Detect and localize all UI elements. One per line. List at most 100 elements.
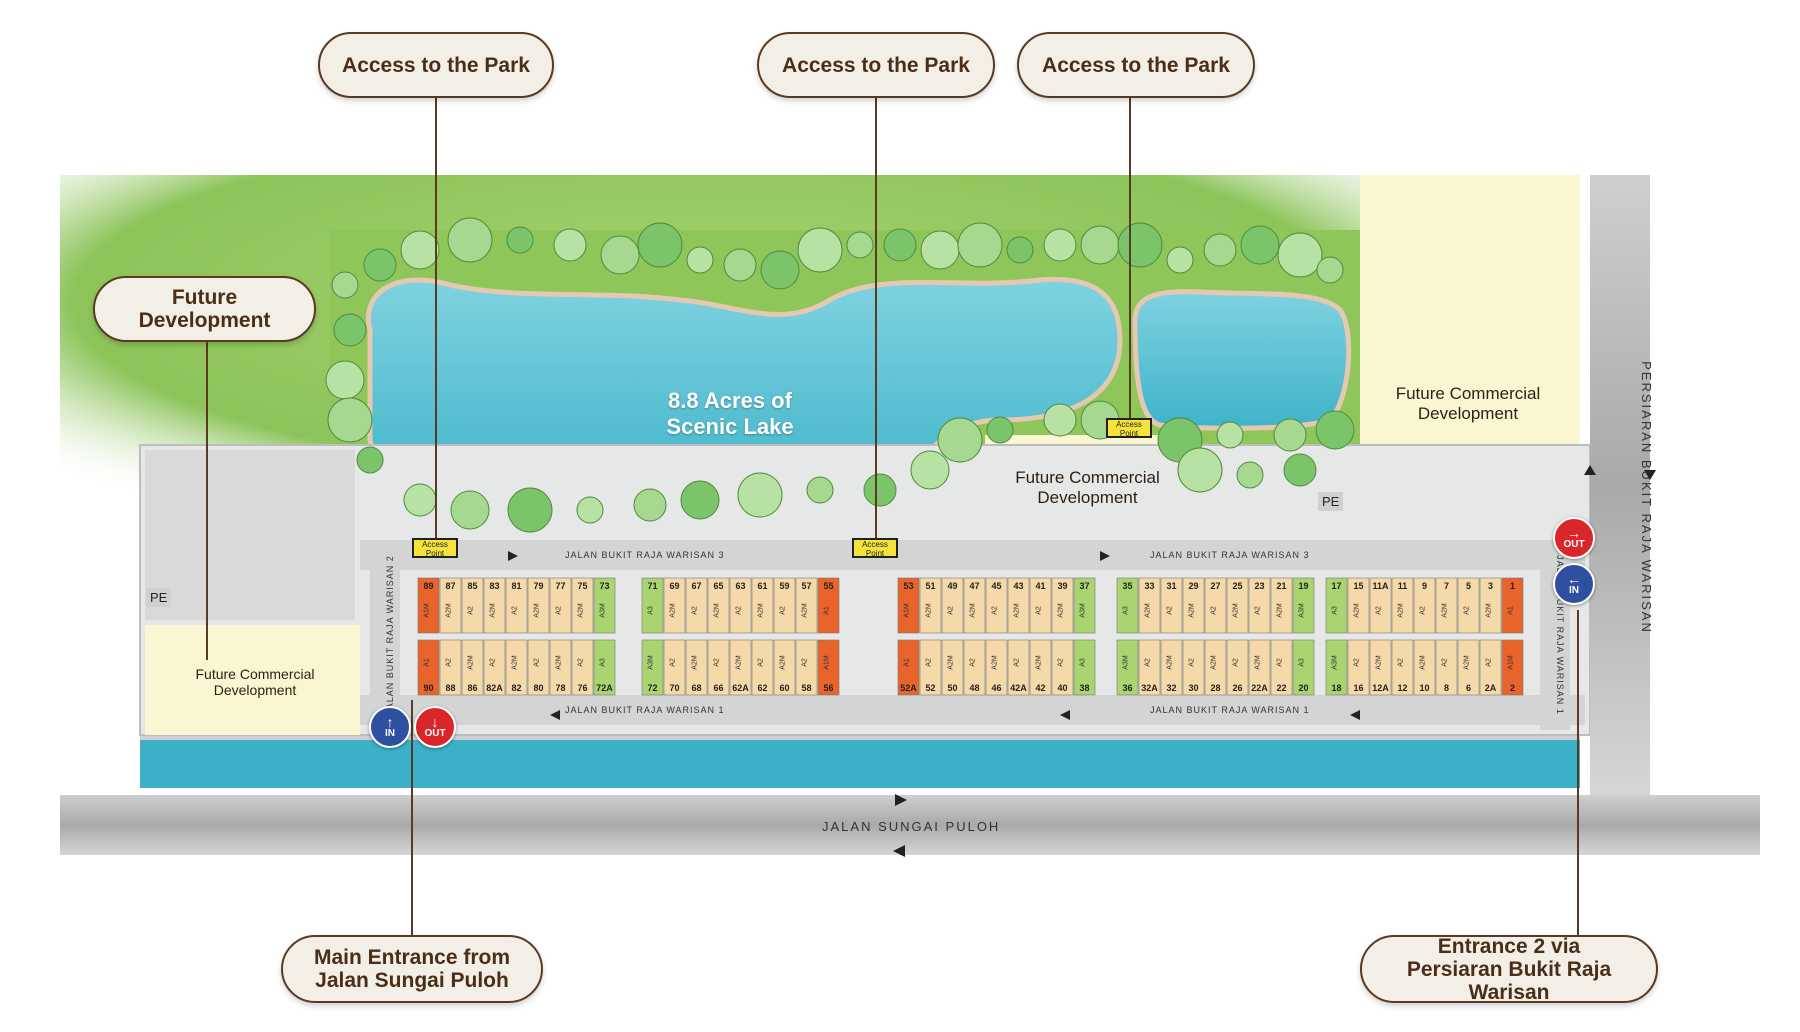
lot-unit[interactable]: 8A2 [1435,639,1458,696]
lot-unit[interactable]: 9A2 [1413,577,1436,634]
lot-shape [439,639,462,696]
lot-number: 87 [445,581,455,591]
lot-shape [505,639,528,696]
tree-icon [363,248,397,282]
tree-icon [846,231,874,259]
lot-shape [1292,639,1315,696]
tree-icon [400,230,440,270]
lot-unit[interactable]: 1A1 [1501,577,1524,634]
lot-type: A2M [1255,655,1262,670]
lot-shape [1204,577,1227,634]
tree-icon [1315,410,1355,450]
lot-unit[interactable]: 5A2 [1457,577,1480,634]
